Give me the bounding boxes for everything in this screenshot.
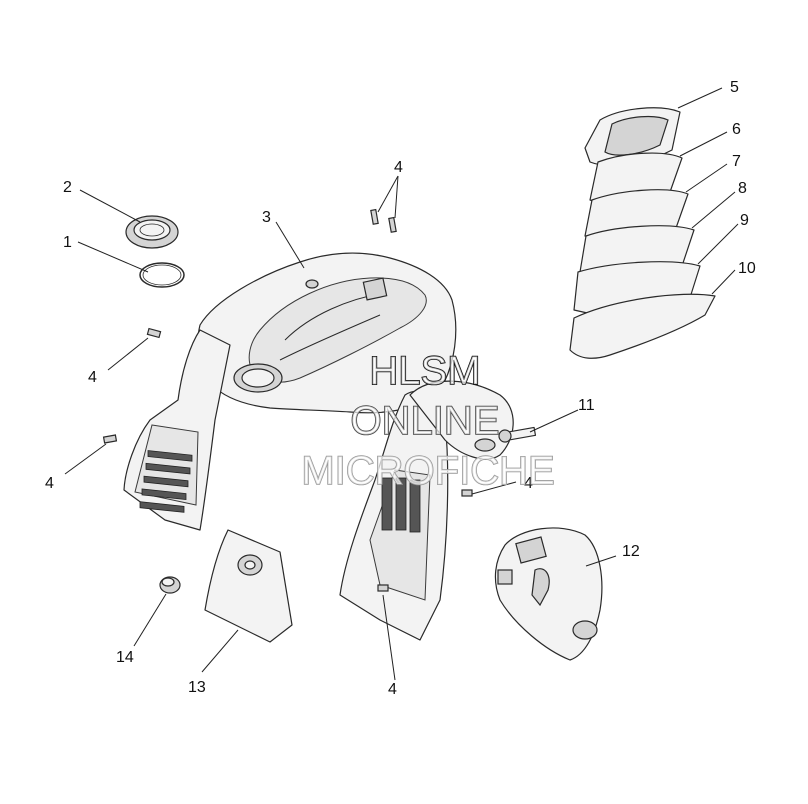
callout-13: 13 [188, 679, 206, 696]
callout-8: 8 [738, 180, 747, 197]
callout-11: 11 [578, 397, 595, 414]
callout-4-left-upper: 4 [88, 369, 97, 386]
callout-9: 9 [740, 212, 749, 229]
left-side-panel [123, 329, 231, 531]
callout-3: 3 [262, 209, 271, 226]
part-1-o-ring [139, 262, 185, 288]
callout-4-bottom: 4 [388, 681, 397, 698]
callout-4-left-lower: 4 [45, 475, 54, 492]
callout-4-top: 4 [394, 159, 403, 176]
part-13-storage-lid [204, 529, 293, 643]
part-3-front-fairing [197, 252, 457, 414]
center-knee-panel [339, 390, 449, 641]
callout-5: 5 [730, 79, 739, 96]
part-11-fastener [474, 426, 537, 452]
leader-lines [64, 87, 739, 681]
callout-6: 6 [732, 121, 741, 138]
left-vent-slats [139, 450, 193, 513]
callout-2: 2 [63, 179, 72, 196]
part-12-side-cover [494, 527, 603, 661]
center-vent-slats [381, 477, 421, 533]
callout-1: 1 [63, 234, 72, 251]
watermark-line-3: MICROFICHE [301, 449, 554, 493]
part-1-o-ring-inner [142, 264, 182, 286]
watermark-line-2: ONLINE [351, 399, 500, 443]
part-10-trim-cover [569, 293, 716, 359]
part-5-trim-plate [584, 107, 681, 166]
part-14-knob [159, 576, 181, 594]
callout-14: 14 [116, 649, 134, 666]
callout-7: 7 [732, 153, 741, 170]
callout-4-center: 4 [524, 475, 533, 492]
callout-10: 10 [738, 260, 756, 277]
watermark-line-1: HLSM [369, 349, 480, 393]
part-2-bezel [125, 215, 179, 249]
callout-12: 12 [622, 543, 640, 560]
screws-part-4 [102, 208, 473, 592]
